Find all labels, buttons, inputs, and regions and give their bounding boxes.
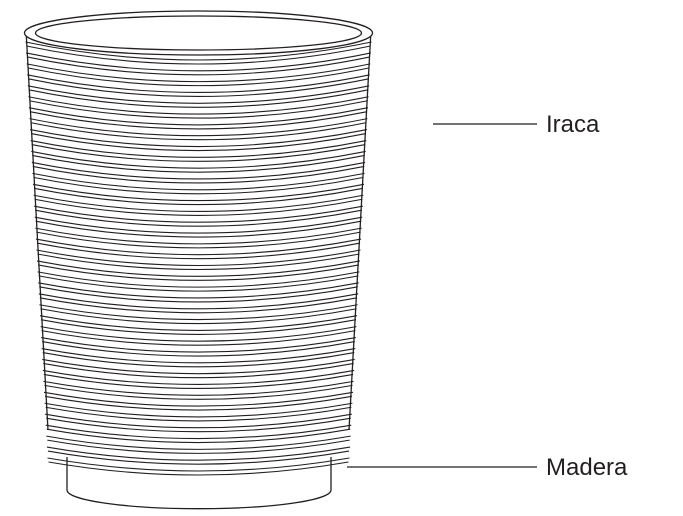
iraca-coil-inner — [41, 330, 356, 346]
iraca-coil — [29, 118, 368, 137]
iraca-coil — [39, 304, 358, 321]
iraca-coil — [33, 194, 364, 212]
iraca-coil — [44, 402, 353, 418]
iraca-coil — [32, 172, 365, 191]
iraca-coil — [46, 435, 351, 450]
vase-rim-inner — [34, 15, 363, 51]
iraca-coil — [34, 205, 363, 223]
iraca-coil-inner — [27, 67, 370, 87]
iraca-coil — [32, 183, 365, 202]
iraca-coil-inner — [43, 362, 354, 379]
iraca-coil — [45, 424, 352, 440]
iraca-coil — [35, 238, 362, 256]
iraca-coil-inner — [32, 154, 365, 173]
iraca-coil — [40, 326, 357, 342]
iraca-coil-inner — [31, 133, 366, 152]
iraca-coil — [41, 337, 356, 353]
woven-vase-icon — [23, 10, 374, 510]
iraca-coil-inner — [40, 319, 357, 335]
iraca-coil — [30, 129, 367, 148]
iraca-coil-inner — [45, 406, 352, 422]
iraca-coil-inner — [28, 89, 369, 108]
iraca-coil — [31, 161, 366, 180]
iraca-coil — [38, 282, 359, 299]
iraca-coil — [26, 63, 371, 83]
iraca-coil-inner — [28, 78, 369, 97]
iraca-coil — [42, 358, 355, 375]
iraca-coil-inner — [47, 450, 350, 465]
iraca-coil — [27, 85, 370, 104]
iraca-coil-inner — [33, 187, 364, 206]
iraca-coil-inner — [31, 143, 366, 162]
iraca-coil — [28, 107, 369, 126]
iraca-coil — [30, 139, 367, 158]
iraca-coil — [31, 150, 366, 169]
iraca-coil-inner — [46, 417, 351, 433]
iraca-coil — [43, 391, 354, 407]
madera-label: Madera — [546, 454, 628, 481]
iraca-coil-inner — [38, 275, 359, 292]
iraca-coil — [38, 293, 359, 310]
iraca-coil-inner — [36, 231, 361, 249]
iraca-coil-inner — [42, 341, 355, 357]
iraca-coil — [46, 446, 351, 461]
iraca-coil — [36, 260, 361, 277]
iraca-coil — [41, 347, 356, 364]
iraca-coil-inner — [39, 286, 358, 303]
iraca-coil-inner — [48, 461, 349, 476]
iraca-coil — [36, 249, 361, 267]
iraca-coil — [42, 369, 355, 386]
iraca-coil — [25, 41, 372, 61]
iraca-coil — [34, 216, 363, 234]
iraca-coil — [27, 74, 370, 93]
iraca-coil-inner — [40, 308, 357, 325]
iraca-coil-inner — [34, 198, 363, 216]
iraca-coil-inner — [33, 176, 364, 195]
iraca-coil-inner — [46, 428, 351, 444]
iraca-coil-inner — [42, 351, 355, 368]
iraca-coil-inner — [36, 242, 361, 260]
iraca-coil — [37, 271, 360, 288]
iraca-coil-inner — [30, 122, 367, 141]
iraca-coil — [25, 52, 372, 72]
iraca-coil-inner — [43, 373, 354, 390]
iraca-coil-inner — [44, 384, 353, 400]
iraca-coil — [35, 227, 362, 245]
iraca-coil — [47, 457, 350, 472]
iraca-label: Iraca — [546, 111, 600, 138]
iraca-coils — [25, 41, 372, 476]
iraca-coil-inner — [29, 111, 368, 130]
iraca-coil-inner — [26, 56, 371, 76]
iraca-coil-inner — [37, 253, 360, 271]
vase-rim-outer — [23, 10, 374, 56]
iraca-coil-inner — [32, 165, 365, 184]
iraca-coil — [28, 96, 369, 115]
iraca-coil-inner — [35, 220, 362, 238]
wooden-base — [66, 457, 332, 510]
iraca-coil — [45, 413, 352, 429]
iraca-coil-inner — [37, 264, 360, 281]
iraca-coil — [39, 315, 358, 331]
iraca-coil-inner — [26, 45, 371, 65]
iraca-coil-inner — [35, 209, 362, 227]
iraca-coil-inner — [29, 100, 368, 119]
iraca-coil — [43, 380, 354, 396]
iraca-coil-inner — [47, 439, 350, 454]
iraca-coil-inner — [44, 395, 353, 411]
iraca-coil-inner — [39, 297, 358, 314]
